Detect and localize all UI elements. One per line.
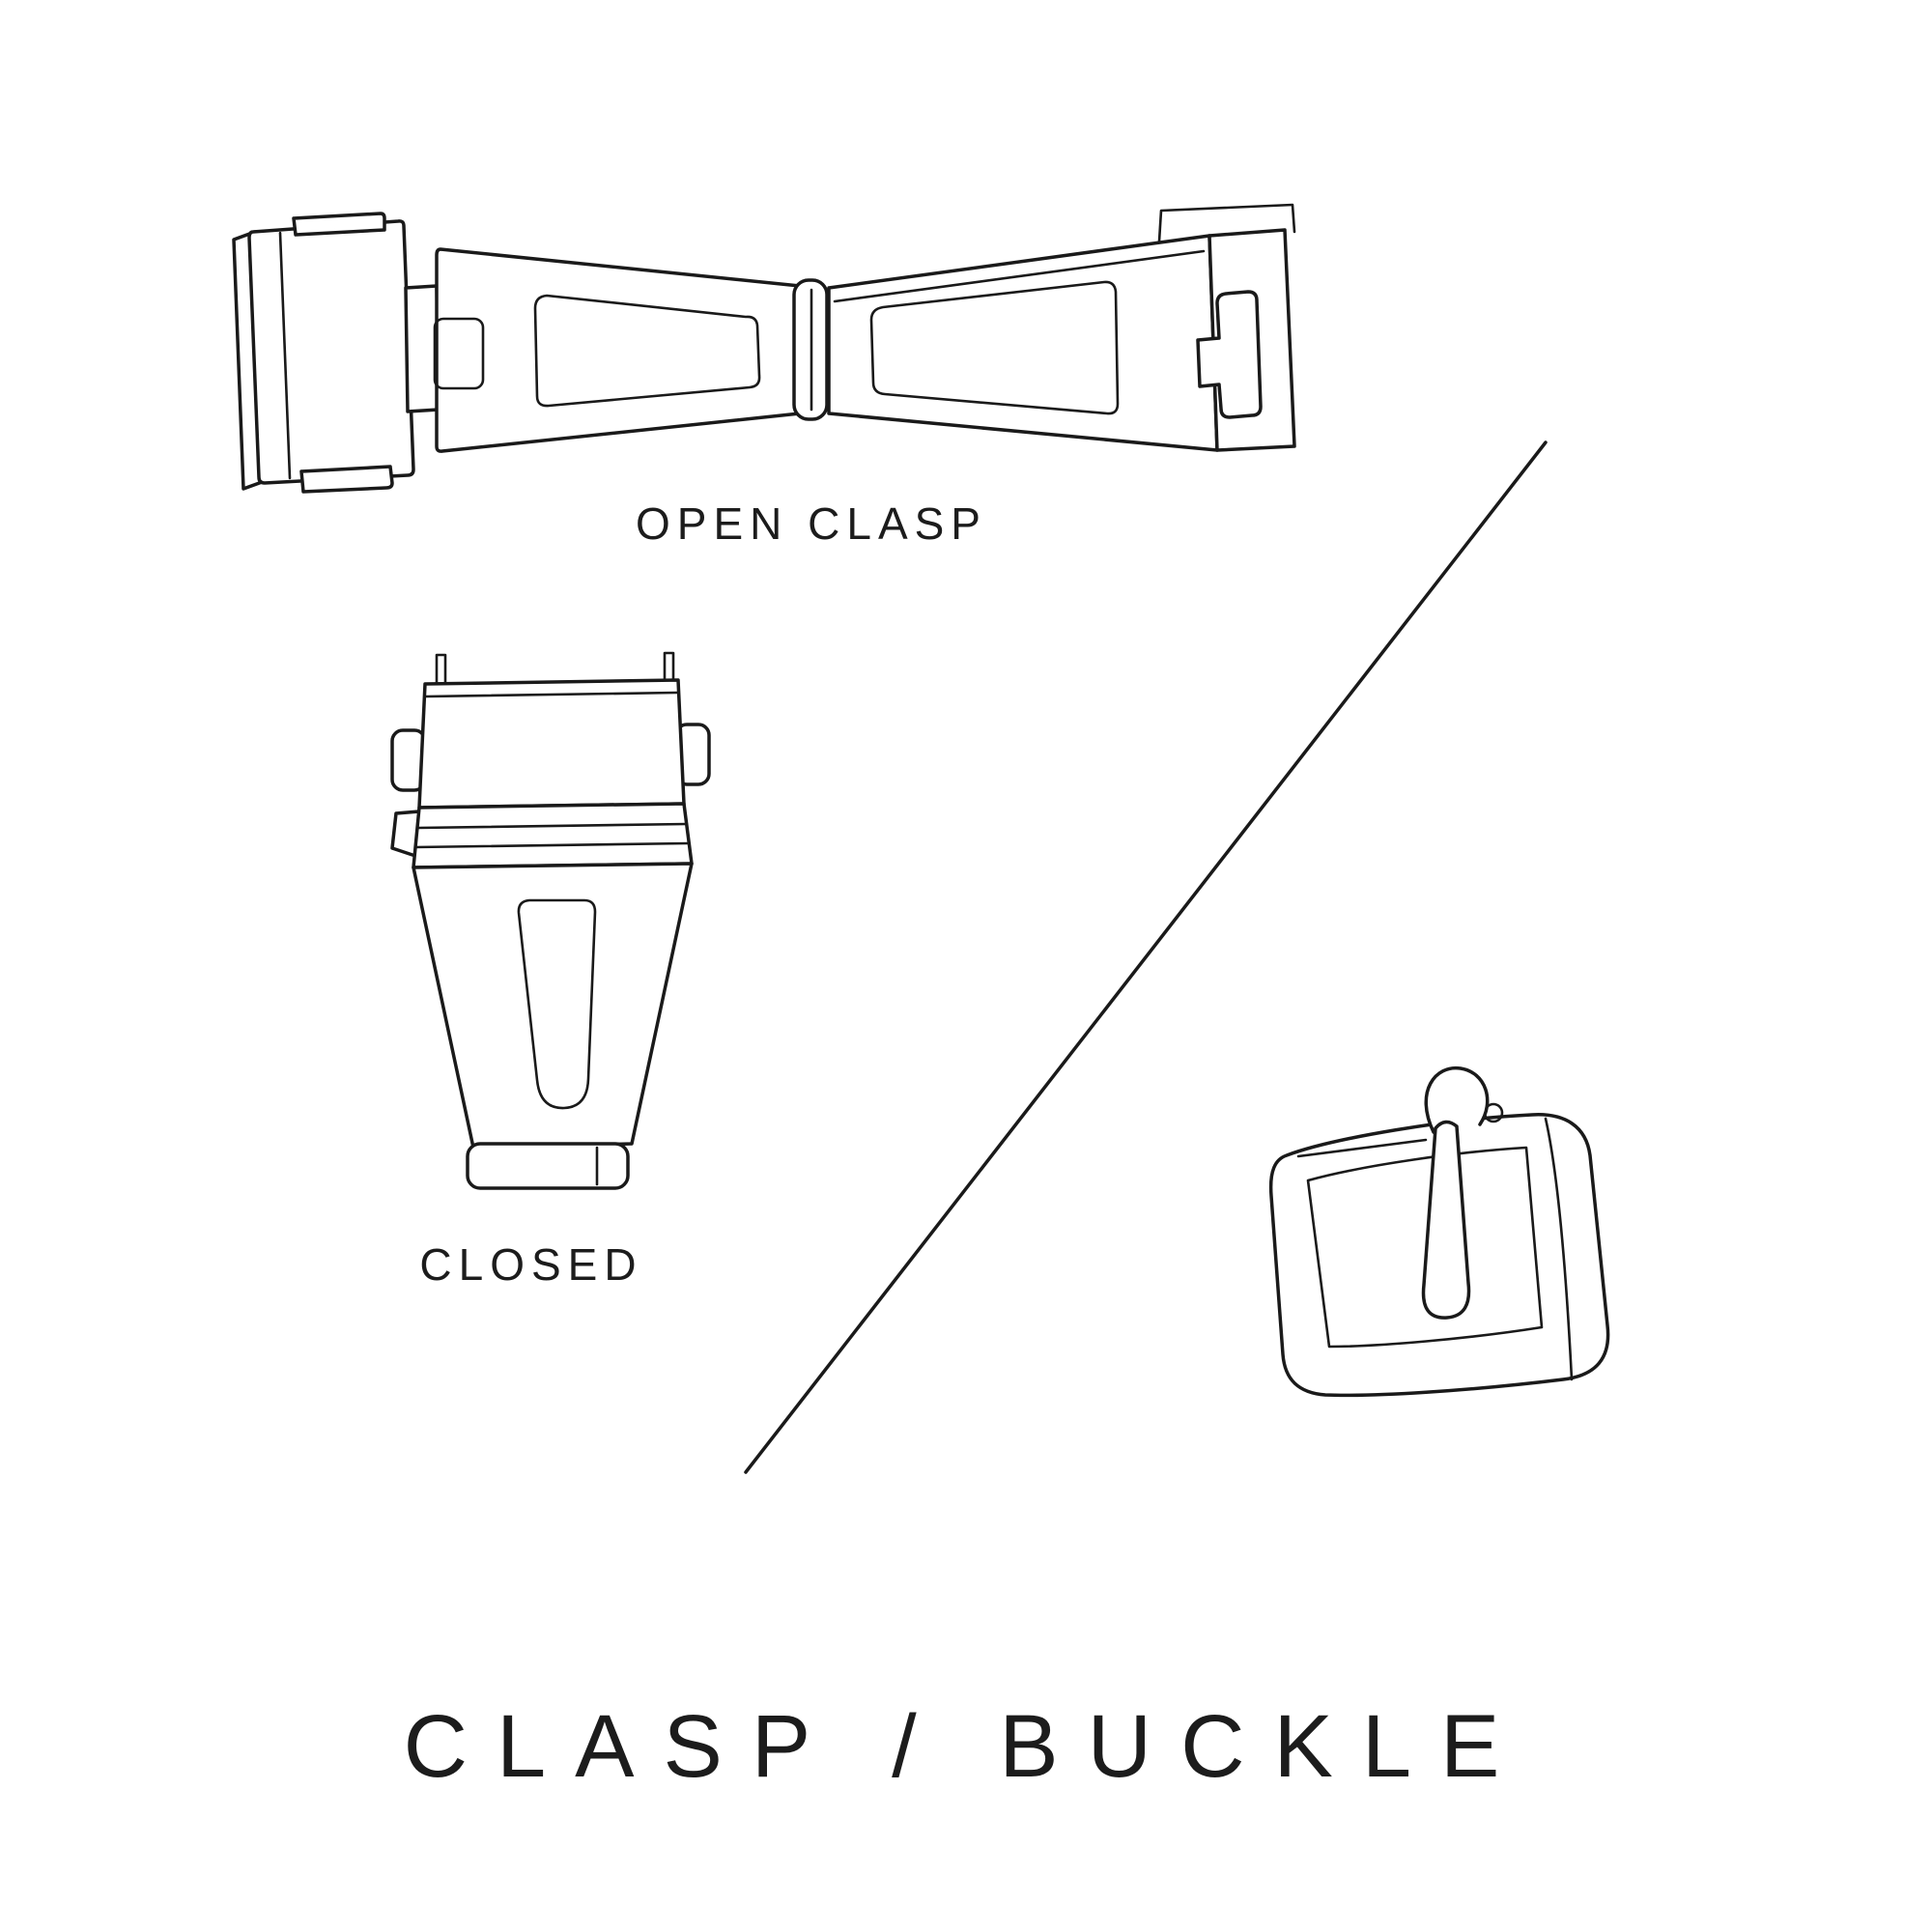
open-clasp-label: OPEN CLASP xyxy=(636,498,987,549)
clasp-cover-fold-line xyxy=(278,231,292,480)
right-end-step xyxy=(1157,203,1296,243)
closed-prong-right xyxy=(663,651,675,684)
right-blade-inner-outline xyxy=(869,280,1120,415)
closed-body xyxy=(412,862,694,1150)
closed-prong-left xyxy=(435,653,447,686)
page-title: CLASP / BUCKLE xyxy=(403,1697,1529,1796)
open-clasp-illustration xyxy=(232,203,1296,494)
closed-clasp-illustration xyxy=(390,651,711,1190)
buckle-tongue-loop xyxy=(1424,1065,1490,1134)
closed-clasp-label: CLOSED xyxy=(419,1239,643,1290)
left-blade-inner-outline xyxy=(533,294,761,408)
left-blade xyxy=(435,247,802,453)
closed-bottom-cap xyxy=(466,1142,630,1190)
diagonal-divider-line xyxy=(744,440,1548,1474)
clasp-cover xyxy=(247,219,415,485)
closed-band-line-1 xyxy=(415,822,689,830)
right-blade-fold-line xyxy=(833,249,1206,303)
buckle-thick-edge-line xyxy=(1544,1117,1574,1381)
buckle-pin xyxy=(1296,1138,1428,1158)
closed-top-box-line xyxy=(424,691,679,698)
clasp-cover-bottom-tab xyxy=(299,465,394,494)
buckle-tongue xyxy=(1421,1120,1471,1320)
closed-band-section xyxy=(412,802,694,869)
left-blade-release-notch xyxy=(433,317,485,390)
buckle-illustration xyxy=(1268,1065,1610,1398)
right-blade xyxy=(827,234,1219,452)
buckle-inner-opening xyxy=(1306,1146,1544,1349)
closed-top-box xyxy=(417,678,686,810)
closed-band-line-2 xyxy=(413,841,691,849)
closed-body-inner-outline xyxy=(517,898,597,1110)
catch-hook xyxy=(1196,290,1263,419)
clasp-cover-top-tab xyxy=(292,212,386,237)
